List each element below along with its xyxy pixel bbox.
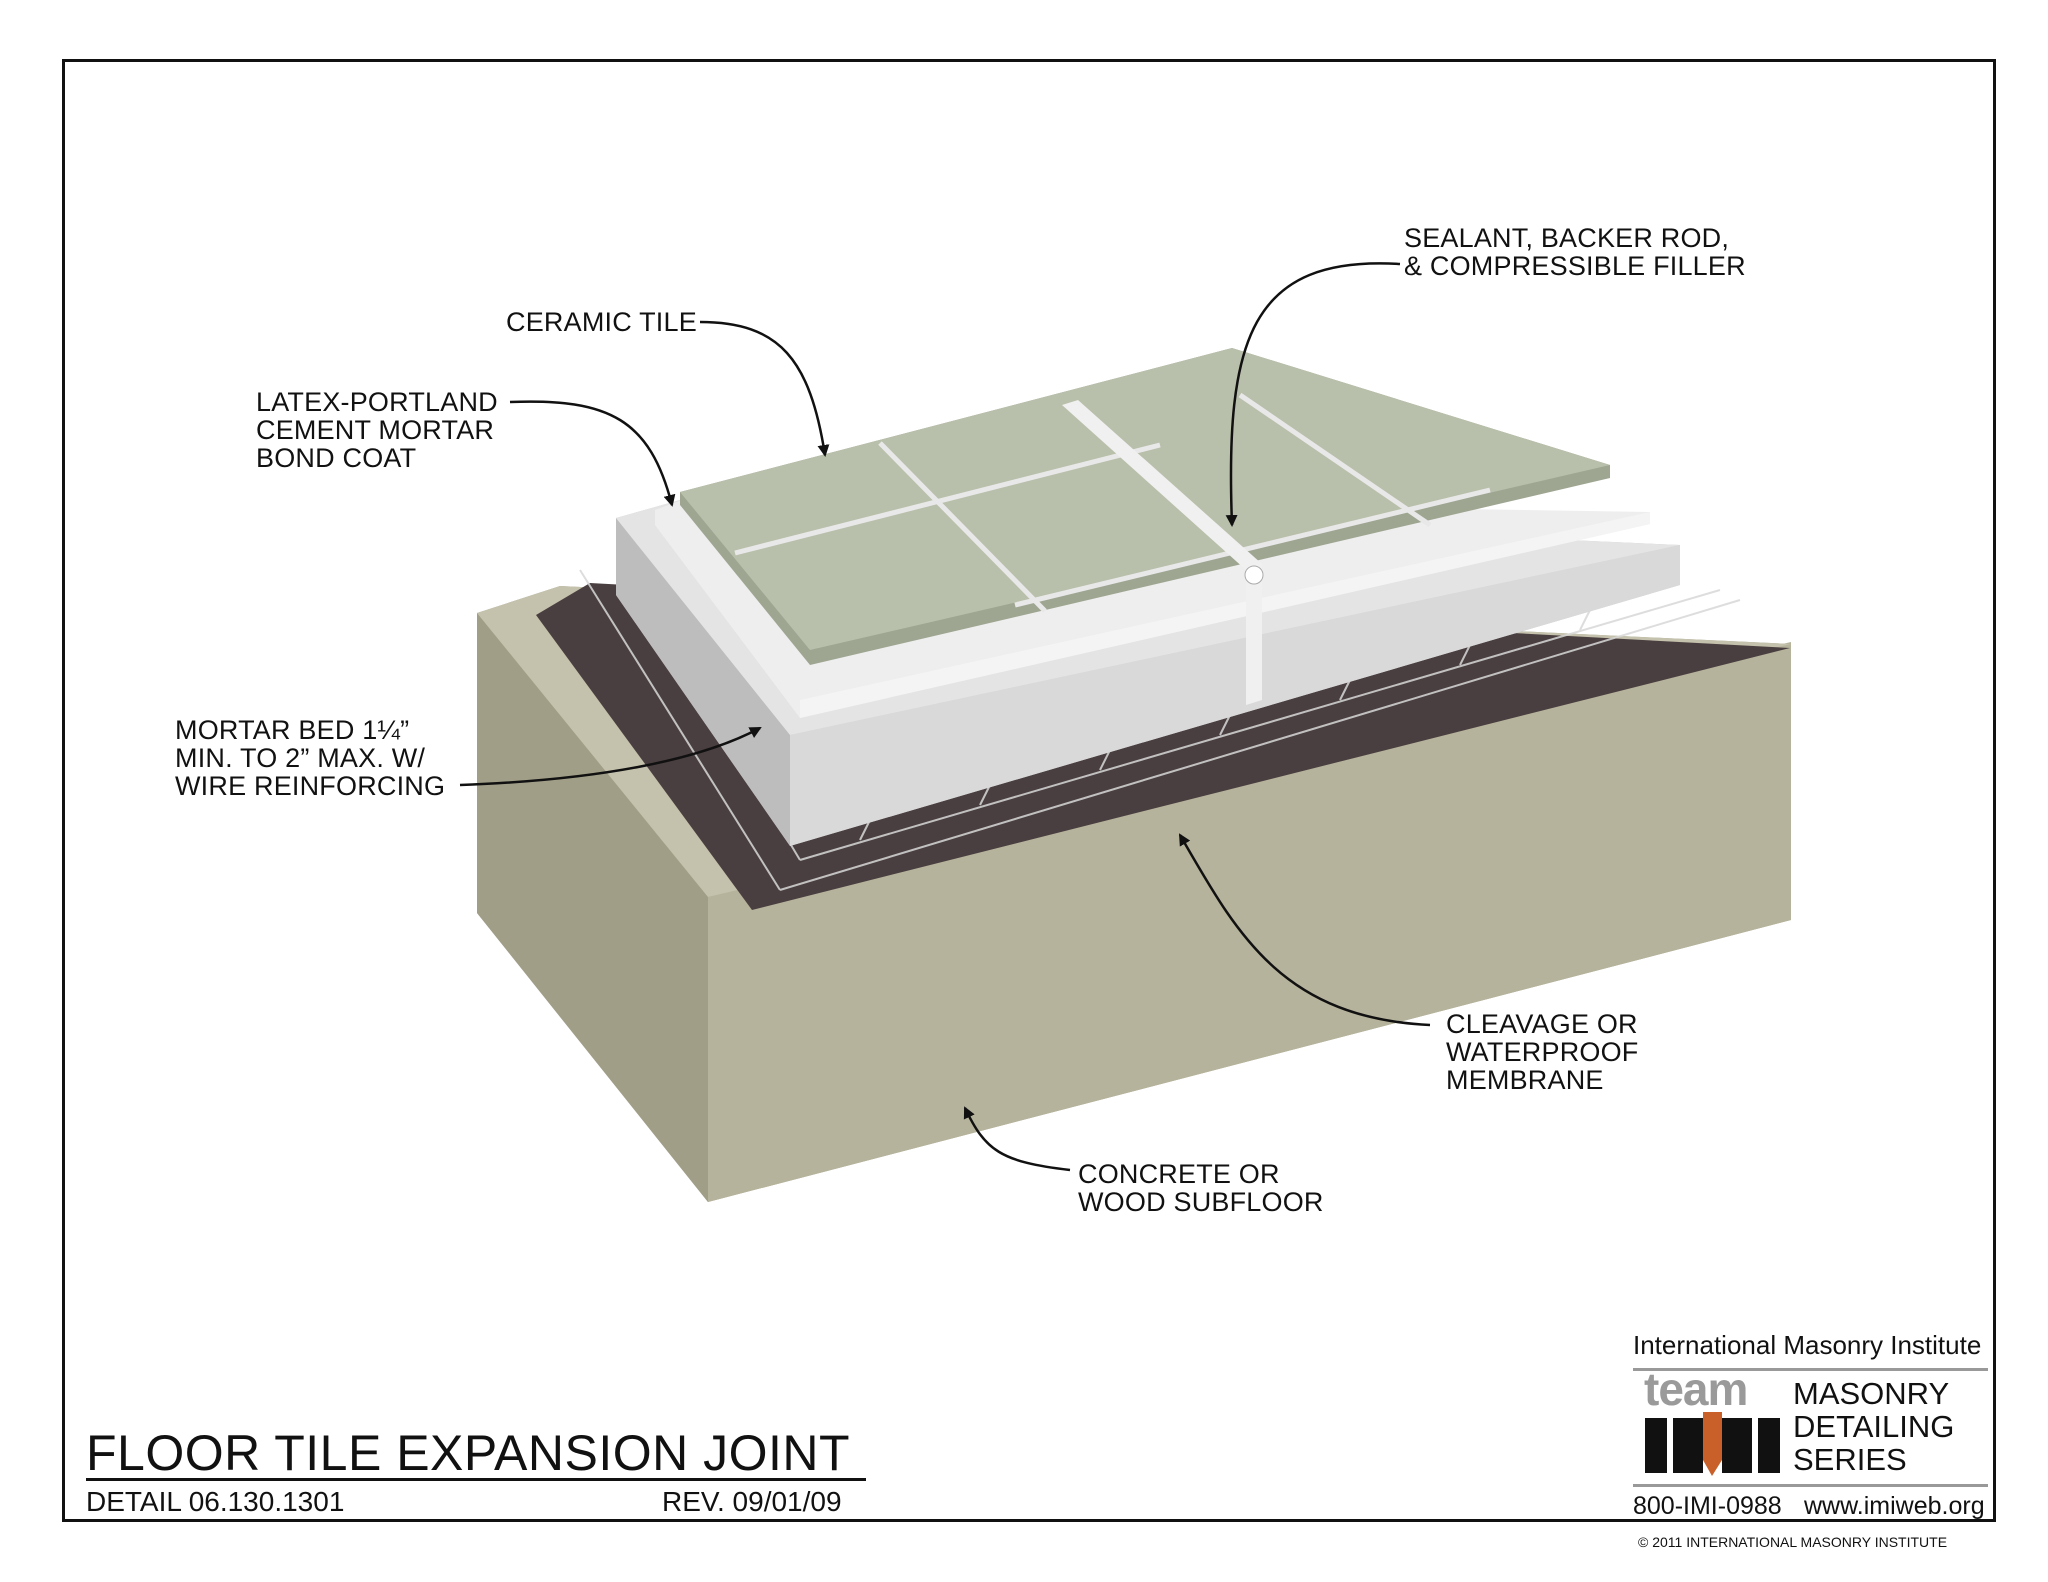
expansion-joint bbox=[1062, 400, 1264, 705]
label-bond-coat: LATEX-PORTLAND CEMENT MORTAR BOND COAT bbox=[256, 387, 498, 473]
title-underline bbox=[86, 1478, 866, 1481]
website: www.imiweb.org bbox=[1804, 1492, 1985, 1520]
imi-logo-mark bbox=[1645, 1412, 1780, 1476]
drawing-title: FLOOR TILE EXPANSION JOINT bbox=[86, 1425, 851, 1481]
ceramic-tile-field bbox=[680, 348, 1610, 665]
phone-number: 800-IMI-0988 bbox=[1633, 1492, 1782, 1520]
series-name: MASONRY DETAILING SERIES bbox=[1793, 1376, 1955, 1477]
label-ceramic-tile: CERAMIC TILE bbox=[506, 307, 697, 337]
logo-rule-bottom bbox=[1633, 1484, 1988, 1487]
drawing-frame bbox=[62, 59, 1996, 1522]
label-membrane: CLEAVAGE OR WATERPROOF MEMBRANE bbox=[1446, 1009, 1639, 1095]
tile-grout-lines bbox=[734, 392, 1491, 613]
logo-rule-top bbox=[1633, 1368, 1988, 1371]
org-name: International Masonry Institute bbox=[1633, 1330, 1982, 1360]
revision-date: REV. 09/01/09 bbox=[662, 1486, 842, 1517]
leader-lines bbox=[459, 262, 1431, 1172]
team-wordmark: team bbox=[1644, 1363, 1748, 1415]
copyright-notice: © 2011 INTERNATIONAL MASONRY INSTITUTE bbox=[1638, 1534, 1948, 1550]
label-mortar-bed: MORTAR BED 1¼” MIN. TO 2” MAX. W/ WIRE R… bbox=[175, 715, 446, 801]
label-sealant-backer-rod: SEALANT, BACKER ROD, & COMPRESSIBLE FILL… bbox=[1404, 223, 1746, 281]
label-subfloor: CONCRETE OR WOOD SUBFLOOR bbox=[1078, 1159, 1324, 1217]
detail-number: DETAIL 06.130.1301 bbox=[86, 1486, 345, 1517]
